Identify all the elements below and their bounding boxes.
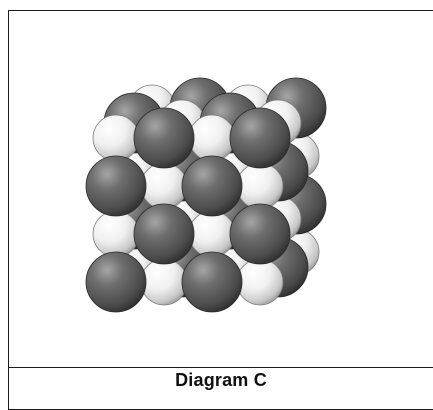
light-sphere	[92, 114, 140, 162]
light-sphere	[188, 210, 236, 258]
dark-sphere	[181, 251, 243, 313]
dark-sphere	[229, 107, 291, 169]
light-sphere	[140, 258, 188, 306]
dark-sphere	[181, 155, 243, 217]
dark-sphere	[229, 203, 291, 265]
dark-sphere	[133, 203, 195, 265]
caption-divider	[8, 367, 433, 368]
dark-sphere	[85, 251, 147, 313]
sphere-group	[85, 77, 327, 313]
light-sphere	[236, 162, 284, 210]
light-sphere	[188, 114, 236, 162]
light-sphere	[140, 162, 188, 210]
crystal-lattice-diagram	[85, 77, 327, 313]
light-sphere	[236, 258, 284, 306]
light-sphere	[92, 210, 140, 258]
dark-sphere	[133, 107, 195, 169]
dark-sphere	[85, 155, 147, 217]
diagram-caption: Diagram C	[175, 370, 267, 390]
